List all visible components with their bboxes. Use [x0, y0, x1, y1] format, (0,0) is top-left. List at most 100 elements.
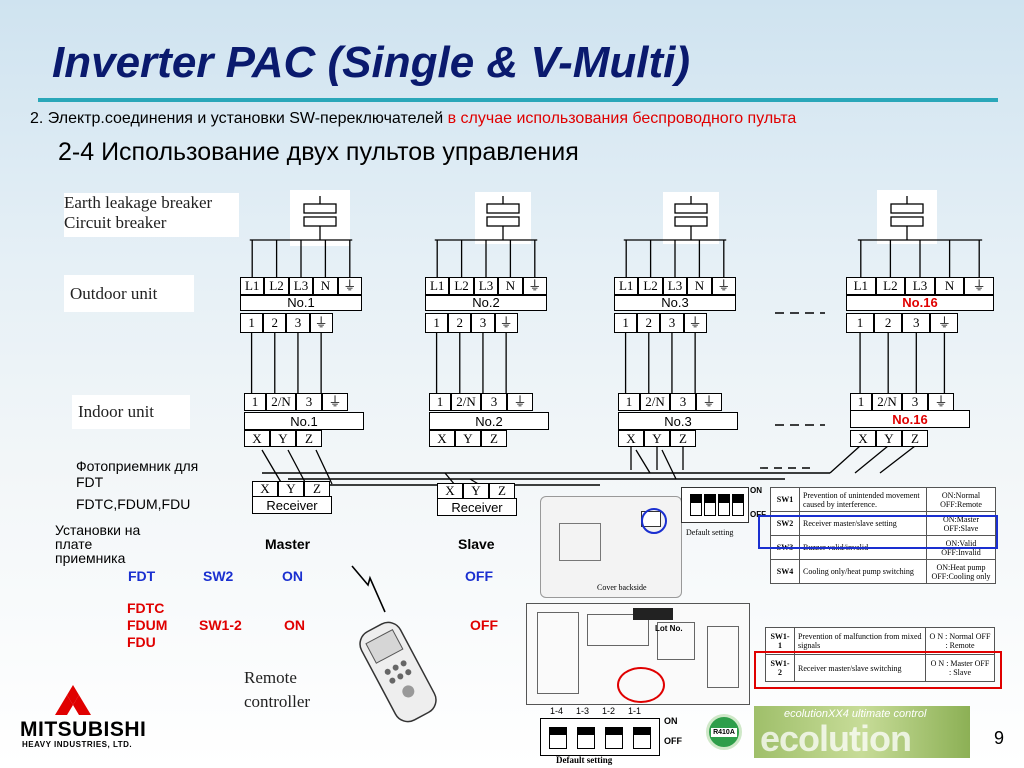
indoor-4-top-terminal-2: 2/N: [872, 393, 902, 411]
outdoor-4-top-terminal-5: ⏚: [964, 277, 994, 295]
dip-label-2: 1-3: [576, 706, 590, 716]
indoor-no2: No.2: [429, 412, 549, 430]
default-setting-top: Default setting: [686, 528, 734, 537]
indoor-4-top-terminal-3: 3: [902, 393, 928, 411]
sw-table-fdt-cell-desc: Cooling only/heat pump switching: [799, 559, 927, 584]
breaker-lower-2: [486, 216, 520, 227]
indoor-2-bottom-terminal-2: Y: [455, 430, 481, 447]
dip-bottom-3: [605, 727, 623, 749]
dip-top-1: [690, 494, 702, 516]
outdoor-3-bottom-terminal-4: ⏚: [683, 313, 707, 333]
indoor-3-top-terminal-3: 3: [670, 393, 696, 411]
sw-table-fdtc-cell-desc: Receiver master/slave switching: [794, 654, 926, 682]
outdoor-1-bottom-terminal-4: ⏚: [309, 313, 333, 333]
indoor-3-bottom-terminal-3: Z: [670, 430, 696, 447]
dip-bottom-off: OFF: [664, 736, 682, 746]
outdoor-4-top-terminal-3: L3: [905, 277, 935, 295]
indoor-no16: No.16: [850, 410, 970, 428]
outdoor-3-top-terminal-3: L3: [662, 277, 688, 295]
outdoor-3-bottom-terminal-1: 1: [614, 313, 638, 333]
cover-backside-label: Cover backside: [597, 583, 647, 592]
outdoor-3-bottom-terminal-3: 3: [660, 313, 684, 333]
title-rule: [38, 98, 998, 102]
master-header: Master: [265, 536, 311, 552]
fdt-master-value: ON: [282, 568, 303, 584]
fdum-label: FDUM: [127, 617, 168, 633]
outdoor-3-top-terminal-4: N: [687, 277, 712, 295]
outdoor-3-bottom-terminal-2: 2: [637, 313, 661, 333]
outdoor-2-bottom-terminal-1: 1: [425, 313, 449, 333]
signal-lightning: [351, 565, 386, 613]
ecolution-tagline: ecolutionXX4 ultimate control: [784, 708, 927, 720]
receiver-1-terminal-3: Z: [304, 481, 330, 497]
indoor-1-top-terminal-3: 3: [296, 393, 322, 411]
indoor-2-bottom-terminal-1: X: [429, 430, 455, 447]
indoor-1-top-terminal-2: 2/N: [266, 393, 296, 411]
dip-top-3: [718, 494, 730, 516]
indoor-3-bottom-terminal-2: Y: [644, 430, 670, 447]
subtitle-red: в случае использования беспроводного пул…: [443, 110, 797, 127]
r410a-text: R410A: [711, 727, 737, 737]
outdoor-2-top-terminal-1: L1: [425, 277, 450, 295]
outdoor-no1: No.1: [240, 295, 362, 311]
outdoor-1-top-terminal-1: L1: [240, 277, 265, 295]
dip-top-on: ON: [750, 486, 762, 495]
ecolution-banner: ecolutionXX4 ultimate control ecolution: [754, 706, 970, 758]
outdoor-1-top-terminal-2: L2: [264, 277, 289, 295]
indoor-1-bottom-terminal-1: X: [244, 430, 270, 447]
indoor-3-bottom-terminal-1: X: [618, 430, 644, 447]
mitsubishi-subtext: HEAVY INDUSTRIES, LTD.: [22, 740, 133, 749]
photo-label-1: Фотоприемник для: [76, 458, 199, 474]
indoor-label-box: Indoor unit: [72, 395, 190, 429]
dip-top-2: [704, 494, 716, 516]
fdu-label: FDU: [127, 634, 156, 650]
outdoor-1-top-terminal-5: ⏚: [337, 277, 362, 295]
outdoor-2-bottom-terminal-4: ⏚: [494, 313, 518, 333]
outdoor-3-top-terminal-5: ⏚: [711, 277, 736, 295]
indoor-4-bottom-terminal-3: Z: [902, 430, 928, 447]
sw-highlight-circle: [641, 508, 667, 534]
indoor-1-top-terminal-1: 1: [244, 393, 266, 411]
outdoor-2-bottom-terminal-3: 3: [471, 313, 495, 333]
dip-bottom-on: ON: [664, 716, 678, 726]
outdoor-4-top-terminal-1: L1: [846, 277, 876, 295]
board-component: [559, 523, 601, 561]
dip-bottom-2: [577, 727, 595, 749]
indoor-2-bottom-terminal-3: Z: [481, 430, 507, 447]
dip-top-off: OFF: [750, 510, 766, 519]
outdoor-1-top-terminal-4: N: [313, 277, 338, 295]
fdt-label: FDT: [128, 568, 156, 584]
indoor-4-top-terminal-4: ⏚: [928, 393, 954, 411]
dip-bottom-4: [633, 727, 651, 749]
outdoor-label: Outdoor unit: [70, 284, 158, 303]
indoor-2-top-terminal-2: 2/N: [451, 393, 481, 411]
fdt-slave-value: OFF: [465, 568, 493, 584]
outdoor-2-bottom-terminal-2: 2: [448, 313, 472, 333]
outdoor-4-top-terminal-4: N: [934, 277, 965, 295]
remote-controller: [359, 621, 437, 723]
page-number: 9: [994, 728, 1005, 748]
breaker-upper-3: [674, 203, 708, 214]
ecolution-wordmark: ecolution: [760, 718, 912, 758]
outdoor-1-bottom-terminal-3: 3: [286, 313, 310, 333]
outdoor-4-bottom-terminal-3: 3: [902, 313, 931, 333]
board-label-1: Установки на: [55, 522, 141, 538]
subtitle: 2. Электр.соединения и установки SW-пере…: [30, 110, 796, 128]
fdtc-group-label: FDTC FDUM FDU: [127, 600, 167, 651]
receiver-1-terminal-2: Y: [278, 481, 304, 497]
dip-switch-bottom: [540, 718, 660, 756]
indoor-label: Indoor unit: [78, 402, 155, 421]
board-label-2: плате: [55, 536, 93, 552]
dip-label-1: 1-4: [550, 706, 564, 716]
default-setting-bottom: Default setting: [556, 755, 613, 765]
receiver-1: Receiver: [252, 496, 332, 514]
indoor-1-bottom-terminal-3: Z: [296, 430, 322, 447]
r410a-badge-icon: R410A: [706, 714, 742, 750]
indoor-2-top-terminal-4: ⏚: [507, 393, 533, 411]
sw12-highlight-ellipse: [617, 667, 665, 703]
dip-label-4: 1-1: [628, 706, 642, 716]
